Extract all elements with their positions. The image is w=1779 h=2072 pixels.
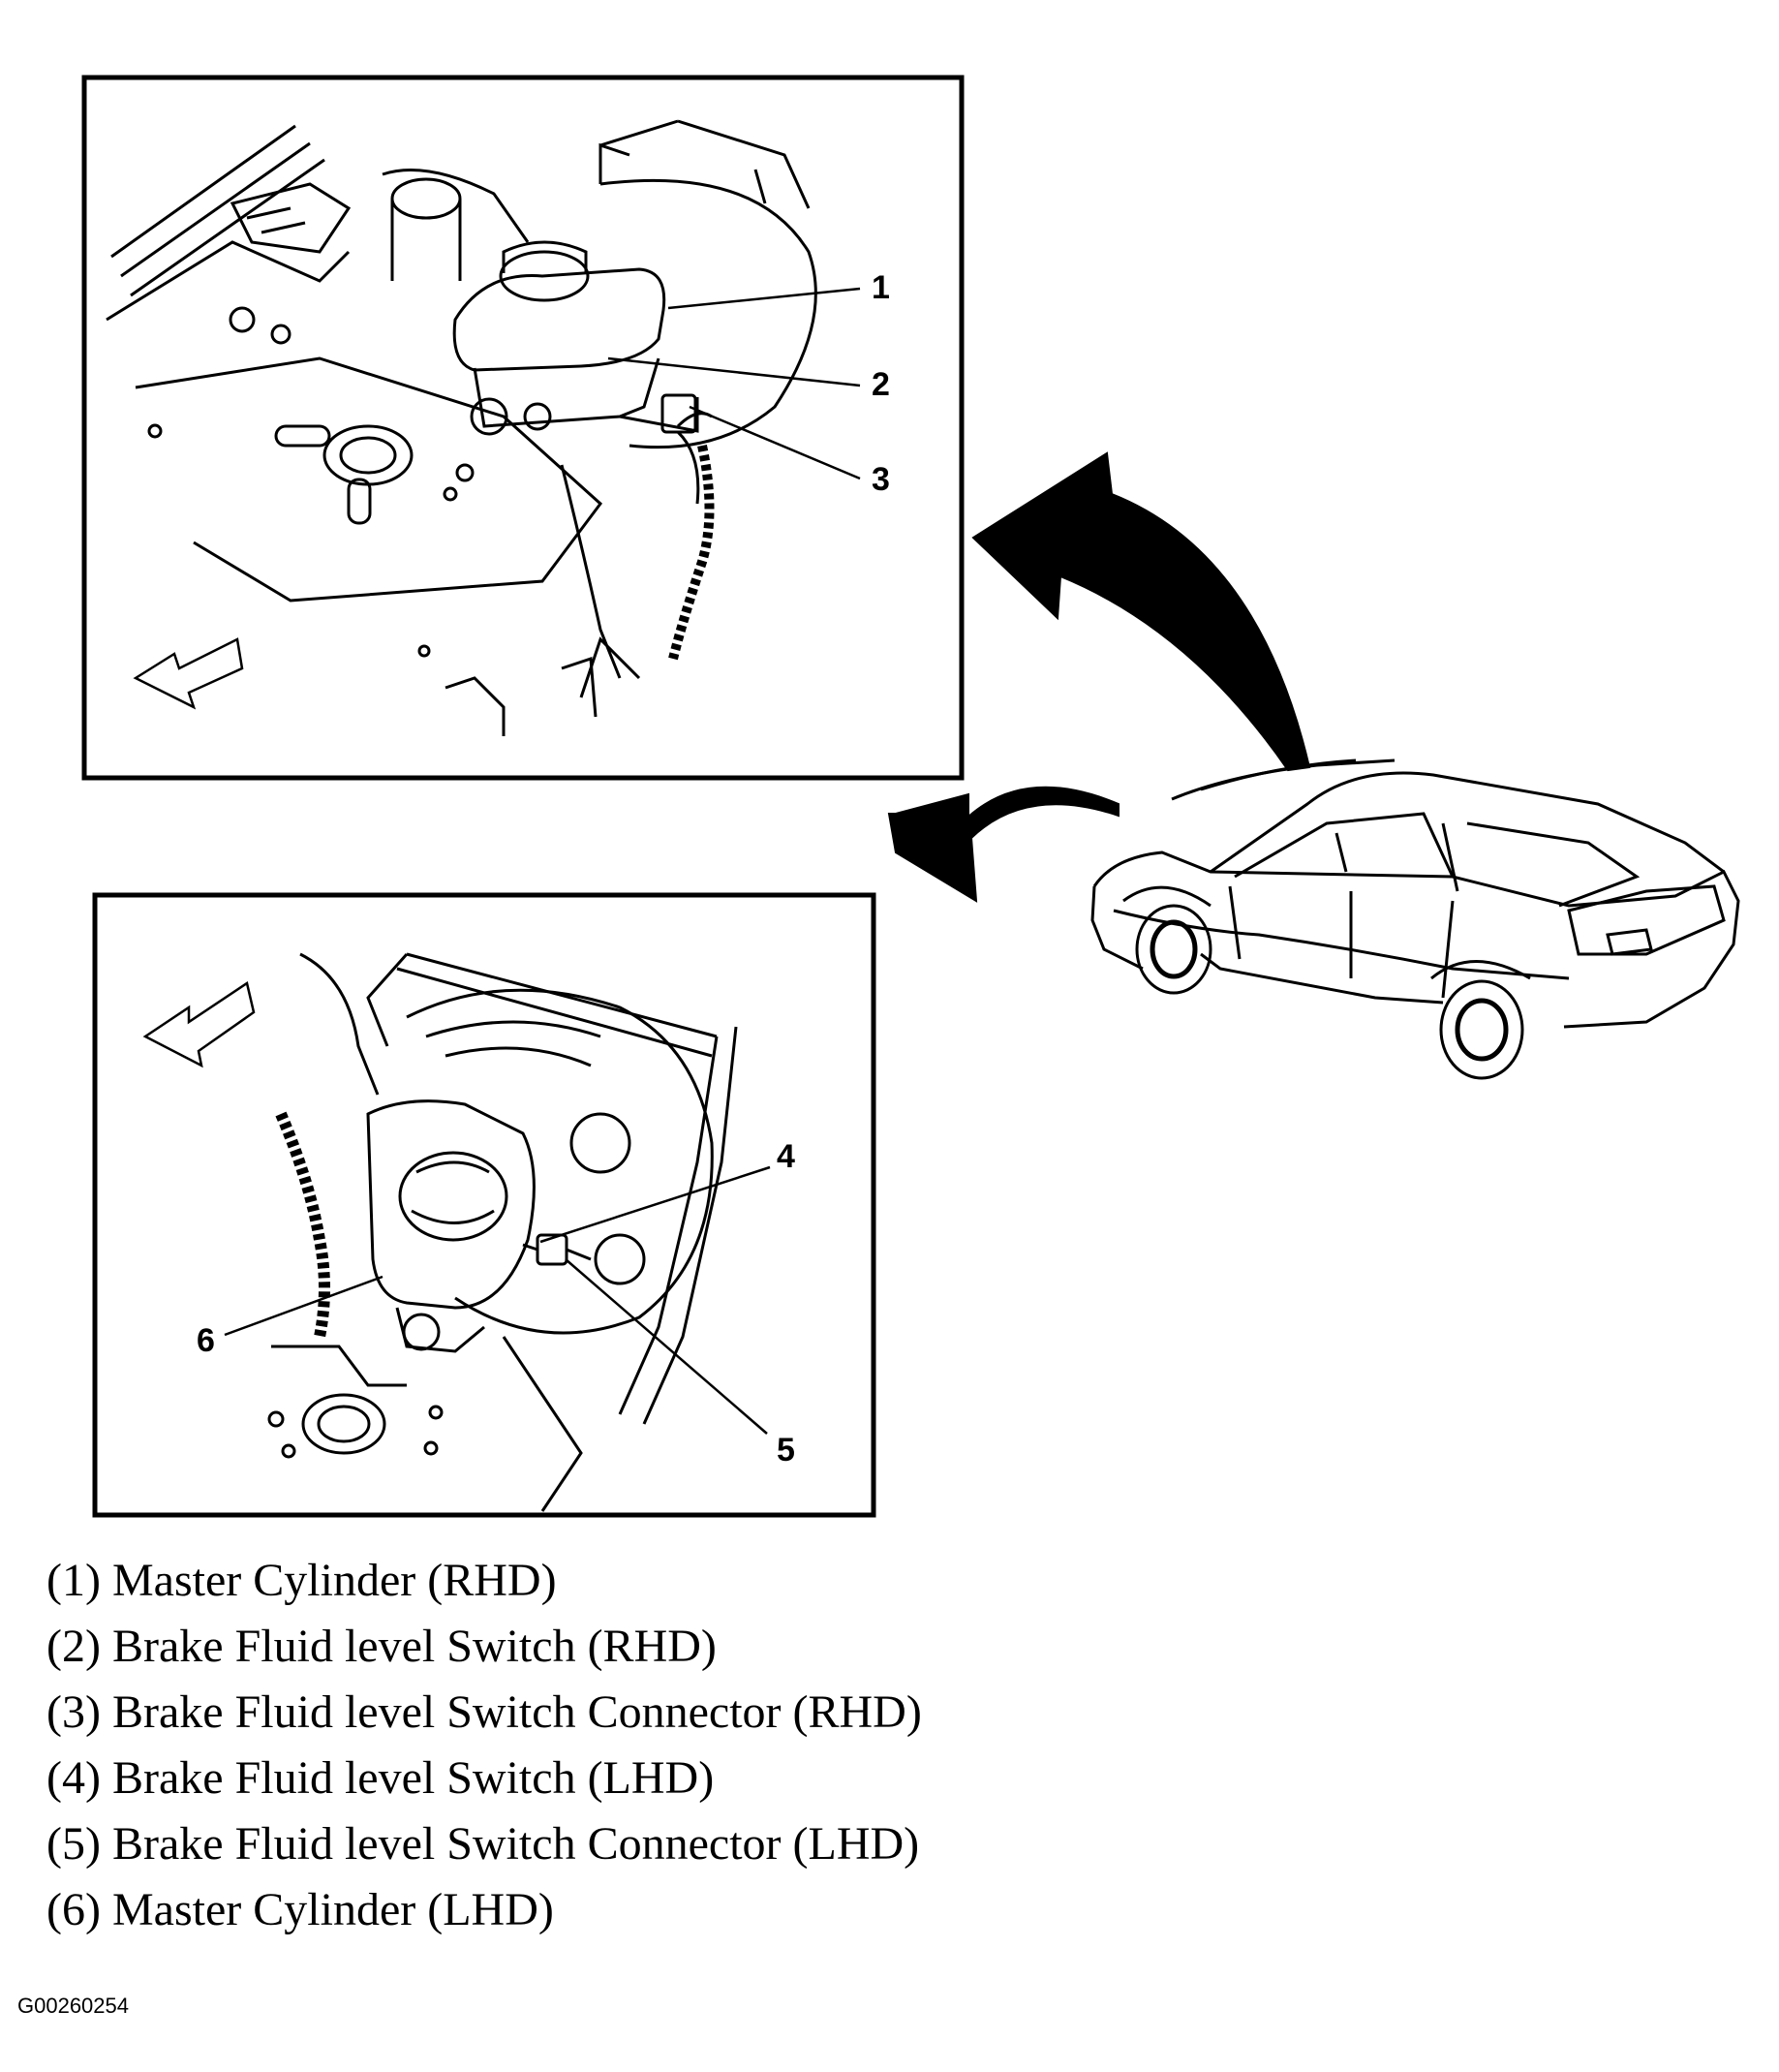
rhd-panel [81, 75, 965, 781]
rhd-reservoir-cap [499, 250, 590, 302]
rear-wheel [1439, 979, 1524, 1080]
legend-item: (6) Master Cylinder (LHD) [46, 1884, 554, 1935]
legend-item: (1) Master Cylinder (RHD) [46, 1555, 557, 1606]
lhd-front-arrow [142, 980, 256, 1068]
callout-2: 2 [872, 366, 890, 403]
arrow-to-lhd-panel [887, 786, 1120, 903]
lhd-panel-frame [92, 892, 876, 1518]
legend-item: (4) Brake Fluid level Switch (LHD) [46, 1752, 715, 1804]
vehicle-illustration [1090, 758, 1740, 1080]
rhd-front-arrow [133, 637, 244, 710]
lhd-reservoir [366, 1099, 536, 1310]
lhd-callout-leaders [224, 1165, 771, 1435]
legend-item: (2) Brake Fluid level Switch (RHD) [46, 1621, 717, 1672]
rhd-reservoir [452, 267, 666, 372]
lhd-reservoir-cap [398, 1151, 508, 1242]
lhd-switch-connector [536, 1233, 568, 1266]
rhd-panel-frame [81, 75, 965, 781]
legend-item: (5) Brake Fluid level Switch Connector (… [46, 1818, 920, 1870]
rhd-callout-leaders [607, 287, 861, 480]
callout-6: 6 [197, 1322, 215, 1359]
callout-5: 5 [777, 1432, 795, 1469]
front-wheel [1135, 904, 1212, 995]
arrow-to-rhd-panel [971, 451, 1311, 772]
callout-4: 4 [777, 1138, 795, 1175]
figure-id: G00260254 [17, 1994, 129, 2018]
callout-3: 3 [872, 461, 890, 498]
legend-list: (1) Master Cylinder (RHD) (2) Brake Flui… [46, 1548, 922, 1943]
callout-1: 1 [872, 269, 890, 306]
lhd-panel [92, 892, 876, 1518]
legend-item: (3) Brake Fluid level Switch Connector (… [46, 1686, 922, 1738]
